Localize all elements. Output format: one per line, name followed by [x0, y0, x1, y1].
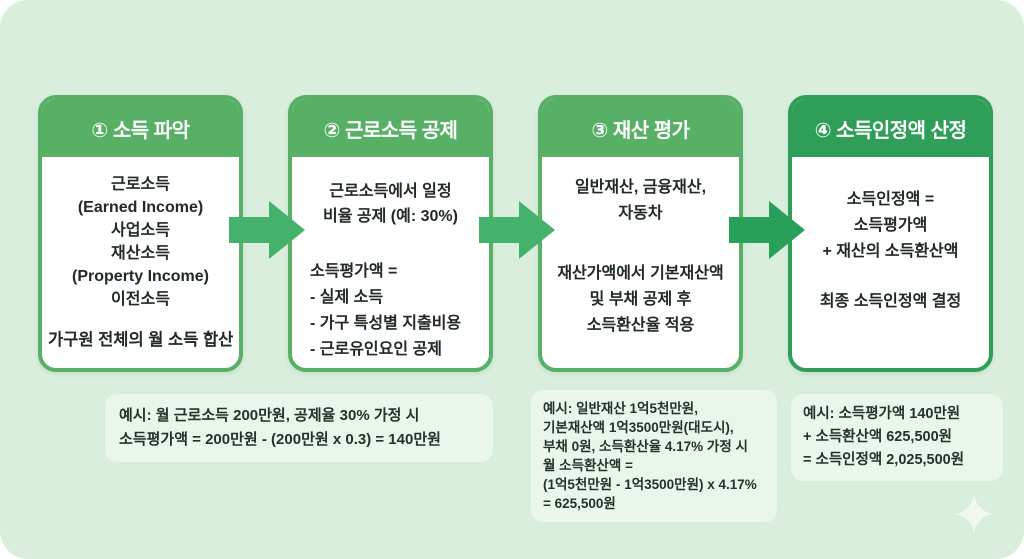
text-line: 부채 0원, 소득환산율 4.17% 가정 시 [543, 439, 748, 454]
text-line: 최종 소득인정액 결정 [819, 292, 962, 310]
card-step1-summary-text: 가구원 전체의 월 소득 합산 [48, 329, 233, 352]
card-step4-result-text: 최종 소득인정액 결정 [798, 289, 983, 315]
flow-arrow-right-icon [729, 201, 805, 259]
text-line: (Property Income) [72, 268, 209, 285]
text-line: 자동차 [618, 205, 663, 222]
text-line: 근로소득 [111, 176, 170, 193]
card-step4-formula-text: 소득인정액 = 소득평가액 + 재산의 소득환산액 [798, 187, 983, 265]
card-step1-title: ① 소득 파악 [91, 119, 190, 142]
text-line: = 625,500원 [543, 496, 616, 511]
text-line: 소득환산율 적용 [586, 317, 695, 334]
card-step3-asset-types-text: 일반재산, 금융재산, 자동차 [548, 175, 733, 227]
text-line: 기본재산액 1억3500만원(대도시), [543, 420, 734, 435]
card-step3-header: ③ 재산 평가 [542, 99, 739, 157]
text-line: 재산가액에서 기본재산액 [557, 265, 724, 282]
text-line: 소득인정액 = [846, 190, 935, 208]
text-line: (1억5천만원 - 1억3500만원) x 4.17% [543, 477, 757, 492]
text-line: 이전소득 [111, 291, 170, 308]
card-step2-title: ② 근로소득 공제 [323, 119, 458, 142]
text-line: 소득평가액 = 200만원 - (200만원 x 0.3) = 140만원 [119, 431, 441, 448]
card-step2-header: ② 근로소득 공제 [292, 99, 489, 157]
text-line: 및 부채 공제 후 [589, 291, 692, 308]
text-line: 월 소득환산액 = [543, 458, 633, 473]
flow-arrow-right-icon [229, 201, 305, 259]
text-line: 소득평가액 = [310, 263, 398, 280]
text-line: 재산소득 [111, 245, 170, 262]
card-step1-header: ① 소득 파악 [42, 99, 239, 157]
text-line: 일반재산, 금융재산, [574, 179, 707, 196]
text-line: 예시: 소득평가액 140만원 [803, 406, 961, 422]
flow-arrow-right-icon [479, 201, 555, 259]
text-line: + 재산의 소득환산액 [822, 242, 959, 260]
text-line: - 근로유인요인 공제 [310, 341, 442, 358]
text-line: 예시: 월 근로소득 200만원, 공제율 30% 가정 시 [119, 407, 420, 424]
card-step4-header: ④ 소득인정액 산정 [792, 99, 989, 157]
example-note-property-conversion: 예시: 일반재산 1억5천만원, 기본재산액 1억3500만원(대도시), 부채 0… [531, 390, 777, 522]
text-line: 예시: 일반재산 1억5천만원, [543, 401, 698, 416]
text-line: 소득평가액 [853, 216, 928, 234]
text-line: = 소득인정액 2,025,500원 [803, 452, 965, 468]
text-line: 비율 공제 (예: 30%) [323, 208, 458, 225]
text-line: 가구원 전체의 월 소득 합산 [48, 331, 234, 349]
card-step3-title: ③ 재산 평가 [591, 119, 690, 142]
card-step4-recognized-income-calculation: ④ 소득인정액 산정 소득인정액 = 소득평가액 + 재산의 소득환산액 최종 소득… [788, 95, 993, 372]
text-line: + 소득환산액 625,500원 [803, 429, 952, 445]
text-line: - 가구 특성별 지출비용 [310, 315, 462, 332]
text-line: (Earned Income) [77, 199, 204, 216]
card-step4-body: 소득인정액 = 소득평가액 + 재산의 소득환산액 최종 소득인정액 결정 [792, 157, 989, 368]
text-line: - 실제 소득 [310, 289, 384, 306]
card-step2-formula-text: 소득평가액 = - 실제 소득 - 가구 특성별 지출비용 - 근로유인요인 공제 [298, 259, 483, 363]
text-line: 사업소득 [111, 222, 170, 239]
sparkle-icon [954, 494, 994, 534]
text-line: 근로소득에서 일정 [329, 183, 452, 200]
example-note-recognized-income: 예시: 소득평가액 140만원 + 소득환산액 625,500원 = 소득인정액 2… [791, 394, 1003, 481]
card-step4-title: ④ 소득인정액 산정 [814, 119, 967, 142]
